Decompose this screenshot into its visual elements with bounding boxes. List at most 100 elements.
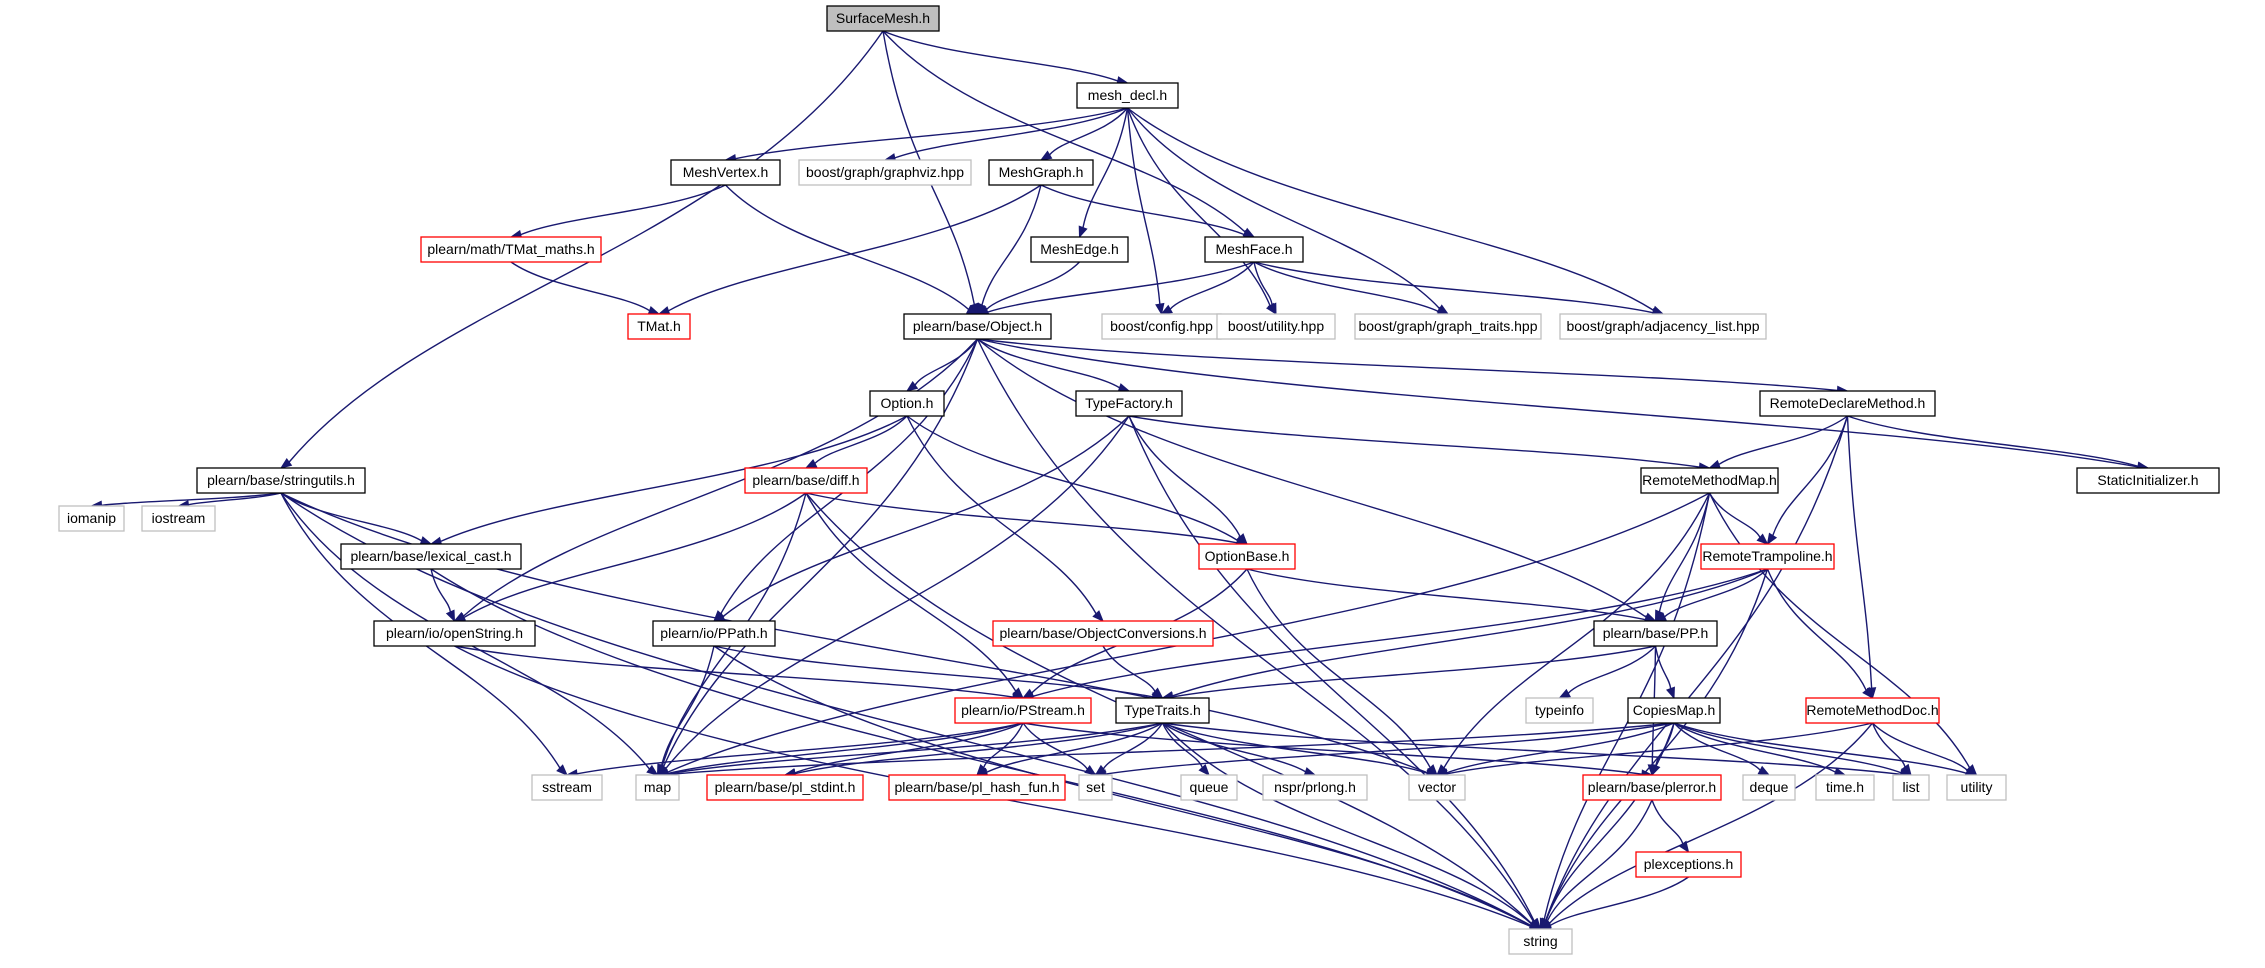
edge-line: [430, 568, 452, 613]
edge-remotemethodmap-to-remotetrampoline: [1708, 492, 1769, 545]
node-box: [635, 774, 680, 801]
node-label: boost/graph/graphviz.hpp: [806, 164, 964, 180]
node-box: [1180, 774, 1238, 801]
node-pl_stdint[interactable]: plearn/base/pl_stdint.h: [706, 774, 864, 801]
node-meshgraph[interactable]: MeshGraph.h: [988, 159, 1094, 186]
node-label: typeinfo: [1535, 702, 1584, 718]
node-remotedeclare[interactable]: RemoteDeclareMethod.h: [1759, 390, 1936, 417]
edge-line: [1446, 722, 1675, 774]
node-remotemethodmap[interactable]: RemoteMethodMap.h: [1640, 467, 1779, 494]
node-label: boost/utility.hpp: [1228, 318, 1324, 334]
node-label: plearn/base/Object.h: [913, 318, 1042, 334]
node-tmat_maths[interactable]: plearn/math/TMat_maths.h: [420, 236, 602, 263]
edge-object-to-pp: [977, 338, 1657, 622]
node-label: plexceptions.h: [1644, 856, 1734, 872]
node-box: [340, 543, 522, 570]
edge-arrowhead: [646, 764, 659, 776]
edge-meshgraph-to-tmat: [657, 184, 1042, 316]
node-copiesmap[interactable]: CopiesMap.h: [1627, 697, 1721, 724]
edge-line: [667, 722, 1024, 775]
edge-line: [1567, 645, 1657, 694]
node-meshface[interactable]: MeshFace.h: [1204, 236, 1304, 263]
edge-diff-to-optionbase: [805, 492, 1249, 548]
node-objconv[interactable]: plearn/base/ObjectConversions.h: [992, 620, 1214, 647]
node-object[interactable]: plearn/base/Object.h: [903, 313, 1052, 340]
edge-line: [1718, 415, 1848, 466]
edge-line: [987, 261, 1255, 313]
node-meshedge[interactable]: MeshEdge.h: [1030, 236, 1129, 263]
edge-stringutils-to-lexical_cast: [280, 492, 433, 546]
node-box: [888, 774, 1066, 801]
edge-surfacemesh-to-stringutils: [279, 30, 884, 469]
node-label: MeshVertex.h: [683, 164, 769, 180]
node-pp[interactable]: plearn/base/PP.h: [1593, 620, 1718, 647]
edge-mesh_decl-to-utility_hpp: [1126, 107, 1277, 316]
edge-line: [977, 338, 1838, 392]
node-remotemethoddoc[interactable]: RemoteMethodDoc.h: [1805, 697, 1940, 724]
edge-arrowhead: [905, 380, 919, 392]
node-option[interactable]: Option.h: [869, 390, 945, 417]
node-surfacemesh[interactable]: SurfaceMesh.h: [826, 5, 940, 32]
edge-line: [667, 722, 1163, 775]
node-label: plearn/base/ObjectConversions.h: [999, 625, 1206, 641]
edge-line: [1543, 492, 1711, 920]
node-stringutils[interactable]: plearn/base/stringutils.h: [196, 467, 366, 494]
node-label: nspr/prlong.h: [1274, 779, 1356, 795]
node-box: [1593, 620, 1718, 647]
edge-arrowhead: [1039, 150, 1053, 161]
node-openstring[interactable]: plearn/io/openString.h: [373, 620, 536, 647]
edge-line: [722, 415, 1130, 618]
edge-arrowhead: [804, 458, 818, 469]
node-tmat[interactable]: TMat.h: [627, 313, 691, 340]
edge-objconv-to-typetraits: [1102, 645, 1164, 699]
node-graph_traits: boost/graph/graph_traits.hpp: [1354, 313, 1542, 340]
edge-mesh_decl-to-meshgraph: [1039, 107, 1129, 161]
node-ppath[interactable]: plearn/io/PPath.h: [652, 620, 776, 647]
node-set: set: [1078, 774, 1113, 801]
node-typefactory[interactable]: TypeFactory.h: [1075, 390, 1183, 417]
node-label: iostream: [152, 510, 206, 526]
edge-line: [1654, 645, 1672, 689]
node-box: [1700, 543, 1835, 570]
edge-meshface-to-object: [976, 261, 1255, 317]
node-plexceptions[interactable]: plexceptions.h: [1635, 851, 1742, 878]
edge-meshface-to-utility_hpp: [1253, 261, 1277, 316]
node-pl_hash_fun[interactable]: plearn/base/pl_hash_fun.h: [888, 774, 1066, 801]
edge-line: [1651, 799, 1684, 845]
node-label: plearn/base/diff.h: [752, 472, 859, 488]
edge-line: [1022, 722, 1088, 770]
edge-line: [1658, 492, 1711, 612]
node-map: map: [635, 774, 680, 801]
edge-line: [520, 184, 726, 236]
node-meshvertex[interactable]: MeshVertex.h: [670, 159, 781, 186]
node-queue: queue: [1180, 774, 1238, 801]
node-adjacency: boost/graph/adjacency_list.hpp: [1559, 313, 1767, 340]
node-pstream[interactable]: plearn/io/PStream.h: [954, 697, 1092, 724]
node-lexical_cast[interactable]: plearn/base/lexical_cast.h: [340, 543, 522, 570]
node-label: map: [644, 779, 671, 795]
node-mesh_decl[interactable]: mesh_decl.h: [1076, 82, 1179, 109]
edge-typefactory-to-ppath: [712, 415, 1130, 622]
edge-line: [1772, 415, 1849, 536]
edge-line: [1105, 722, 1675, 775]
edge-plexceptions-to-string: [1539, 876, 1689, 930]
node-staticinit[interactable]: StaticInitializer.h: [2076, 467, 2220, 494]
node-remotetrampoline[interactable]: RemoteTrampoline.h: [1700, 543, 1835, 570]
node-typetraits[interactable]: TypeTraits.h: [1115, 697, 1210, 724]
node-optionbase[interactable]: OptionBase.h: [1198, 543, 1296, 570]
node-sstream: sstream: [531, 774, 603, 801]
edge-line: [1545, 722, 1675, 921]
edge-line: [1126, 107, 1271, 307]
node-box: [1204, 236, 1304, 263]
node-plerror[interactable]: plearn/base/plerror.h: [1582, 774, 1722, 801]
node-label: OptionBase.h: [1205, 548, 1290, 564]
edge-pp-to-typetraits: [1161, 645, 1656, 702]
node-label: boost/config.hpp: [1110, 318, 1213, 334]
node-graphviz: boost/graph/graphviz.hpp: [798, 159, 972, 186]
edge-arrowhead: [1078, 225, 1088, 239]
node-label: string: [1523, 933, 1557, 949]
node-label: Option.h: [881, 395, 934, 411]
node-diff[interactable]: plearn/base/diff.h: [744, 467, 868, 494]
edge-line: [1246, 568, 1646, 621]
